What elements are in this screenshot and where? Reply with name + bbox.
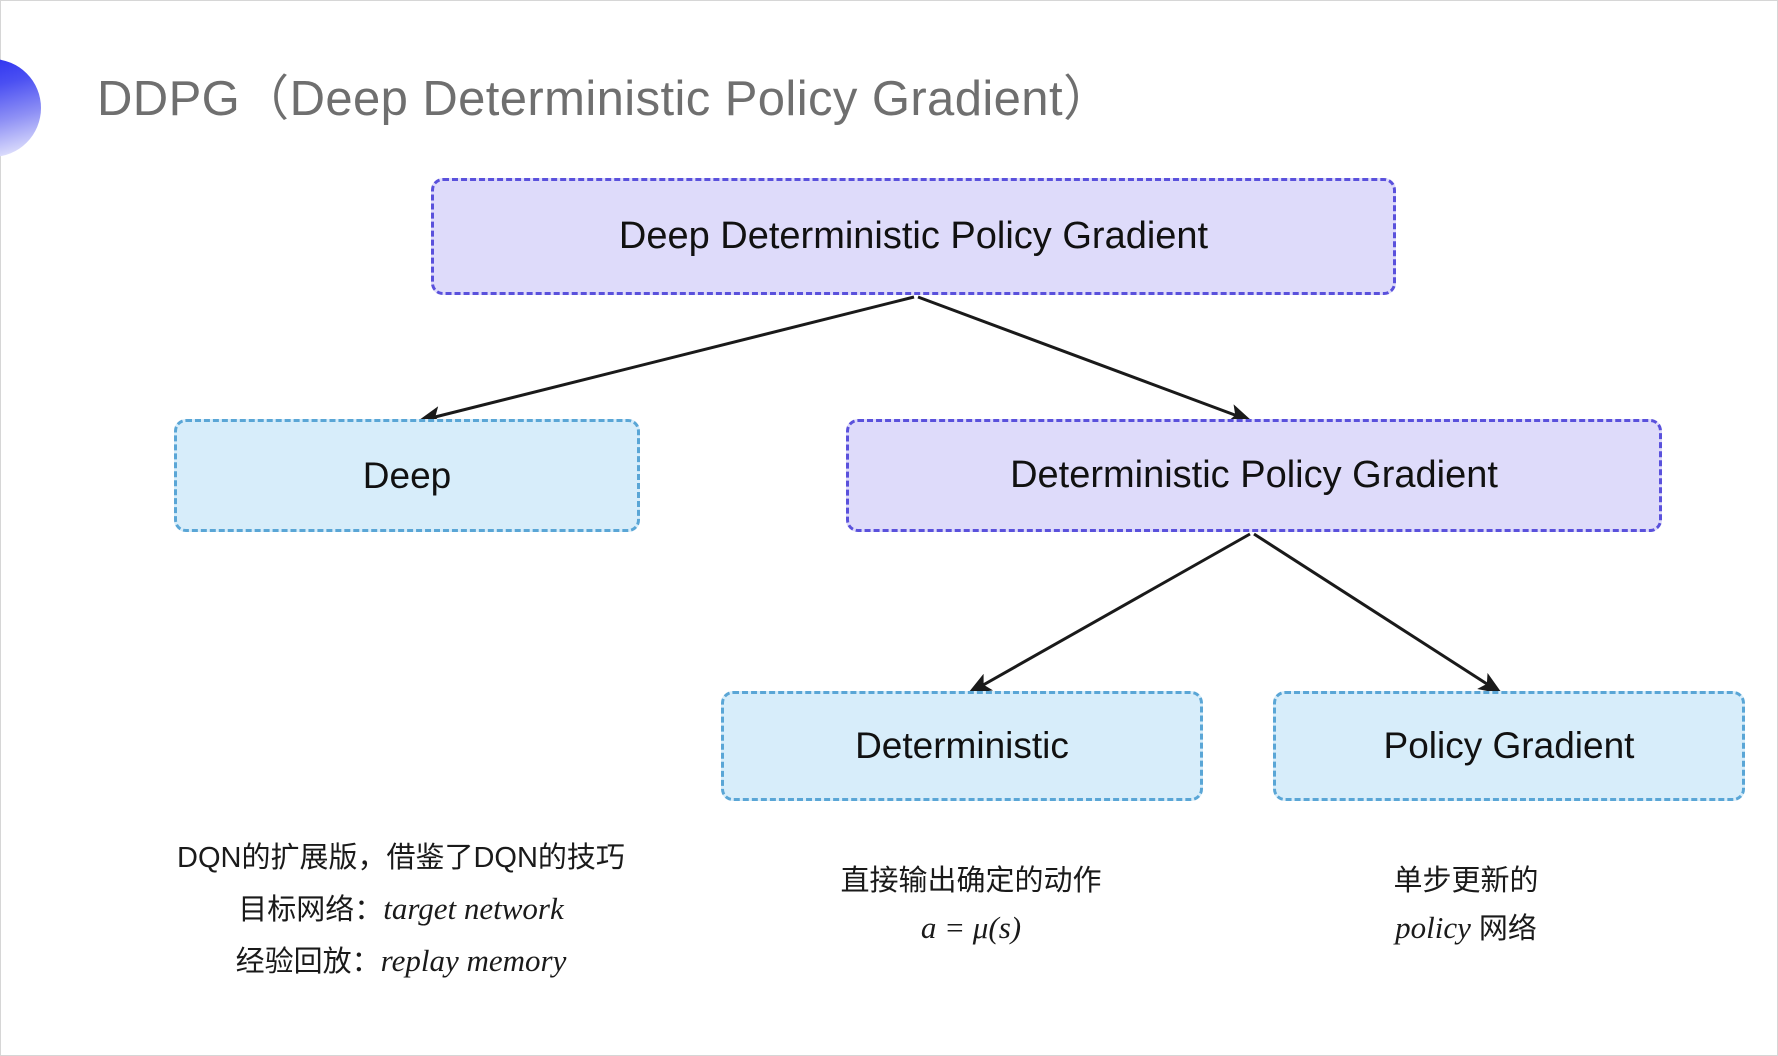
annotation-deep-line-3-label: 经验回放： [235, 945, 381, 978]
annotation-deep-line-1: DQN的扩展版，借鉴了DQN的技巧 [177, 842, 625, 874]
decorative-half-circle [0, 59, 41, 157]
annotation-deep-line-3-term: replay memory [380, 942, 567, 978]
annotation-policy-gradient-line-1: 单步更新的 [1393, 865, 1539, 897]
annotation-policy-gradient-line-2: policy 网络 [1291, 904, 1641, 952]
annotation-policy-gradient-term: policy [1395, 909, 1471, 945]
edge-root-to-deep [417, 295, 915, 425]
annotation-deep-line-2-term: target network [383, 890, 564, 926]
annotation-policy-gradient: 单步更新的 policy 网络 [1291, 859, 1641, 952]
edge-dpg-to-deterministic [967, 532, 1251, 695]
node-policy-gradient[interactable]: Policy Gradient [1273, 691, 1745, 801]
node-deep-deterministic-policy-gradient[interactable]: Deep Deterministic Policy Gradient [431, 178, 1396, 295]
page-title: DDPG（Deep Deterministic Policy Gradient） [97, 72, 1113, 126]
annotation-deep-line-2-label: 目标网络： [238, 893, 384, 926]
edge-root-to-dpg [917, 295, 1253, 423]
edge-dpg-to-policy-gradient [1253, 532, 1503, 695]
node-deep[interactable]: Deep [174, 419, 640, 532]
node-deterministic-policy-gradient[interactable]: Deterministic Policy Gradient [846, 419, 1662, 532]
node-deterministic[interactable]: Deterministic [721, 691, 1203, 801]
annotation-deep-line-2: 目标网络：target network [121, 885, 681, 933]
annotation-deterministic-equation: a = μ(s) [920, 909, 1022, 945]
annotation-policy-gradient-suffix: 网络 [1470, 912, 1537, 945]
annotation-deterministic: 直接输出确定的动作 a = μ(s) [771, 859, 1171, 952]
annotation-deep-line-3: 经验回放：replay memory [121, 937, 681, 985]
annotation-deep: DQN的扩展版，借鉴了DQN的技巧 目标网络：target network 经验… [121, 836, 681, 989]
annotation-deterministic-line-1: 直接输出确定的动作 [840, 865, 1102, 897]
